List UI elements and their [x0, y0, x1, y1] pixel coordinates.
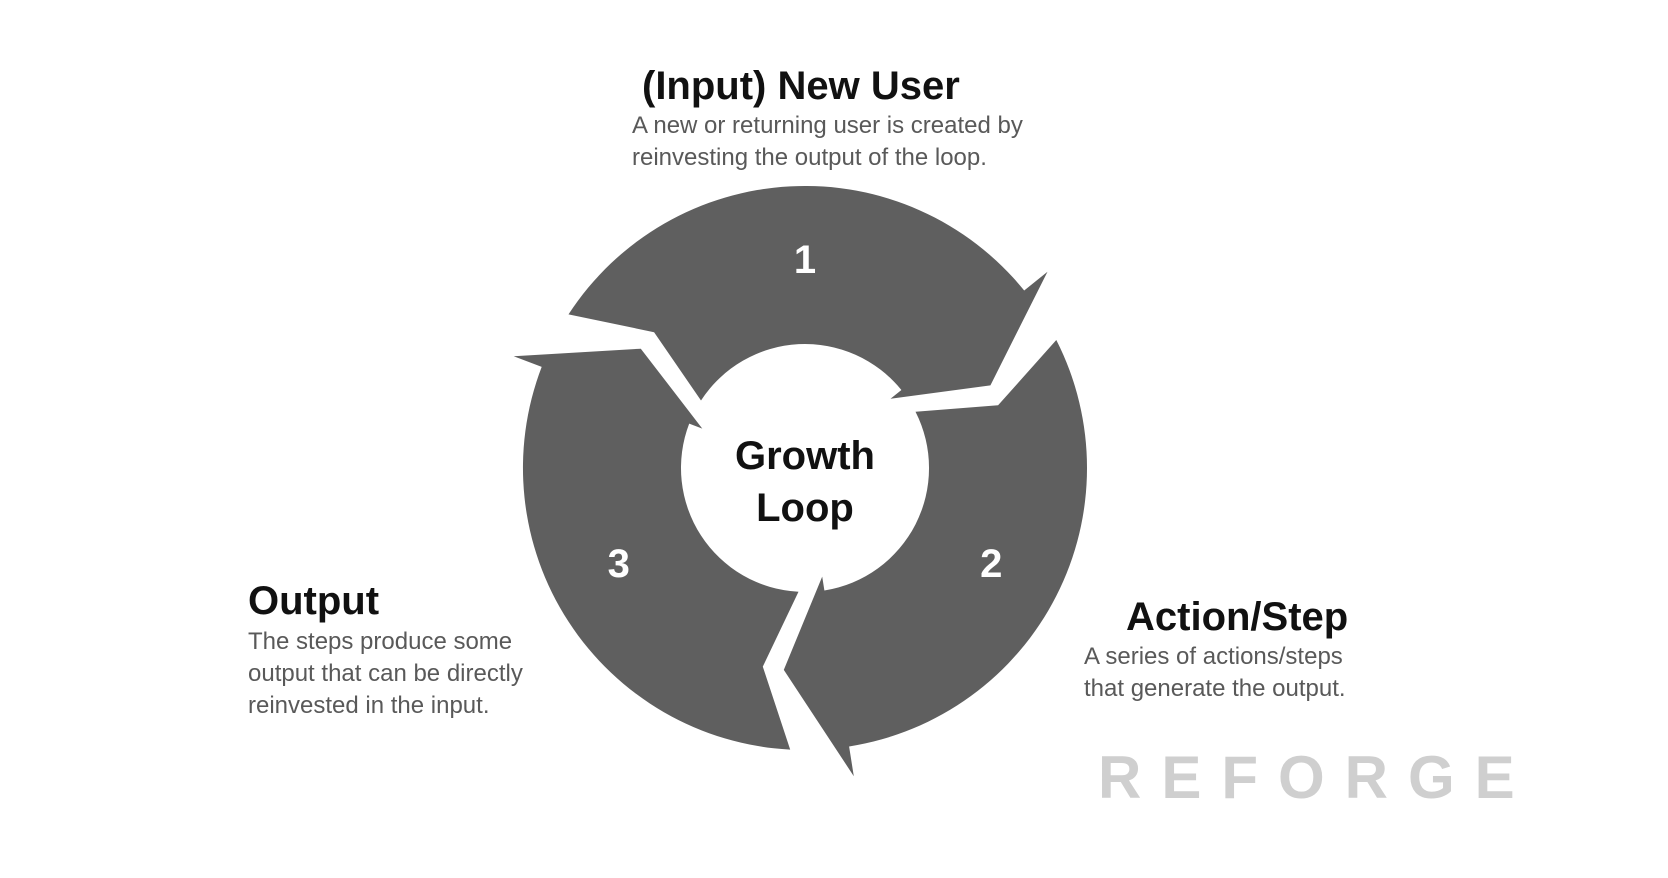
step-number-3: 3	[608, 542, 630, 586]
growth-loop-center-label: Growth Loop	[735, 434, 875, 530]
output-description: The steps produce some output that can b…	[248, 628, 523, 719]
output-title: Output	[248, 579, 380, 623]
action-step-description: A series of actions/steps that generate …	[1084, 643, 1346, 702]
input-new-user-description: A new or returning user is created by re…	[632, 112, 1023, 171]
loop-segment-2	[783, 340, 1088, 777]
growth-loop-ring	[513, 185, 1088, 777]
step-numbers: 1 2 3	[608, 238, 1003, 586]
action-step-title: Action/Step	[1126, 595, 1349, 639]
loop-segment-1	[568, 185, 1048, 401]
input-new-user-title: (Input) New User	[642, 64, 960, 108]
step-number-1: 1	[794, 238, 816, 282]
loop-segment-3	[513, 348, 799, 750]
reforge-logo: REFORGE	[1098, 744, 1535, 811]
step-number-2: 2	[980, 542, 1002, 586]
